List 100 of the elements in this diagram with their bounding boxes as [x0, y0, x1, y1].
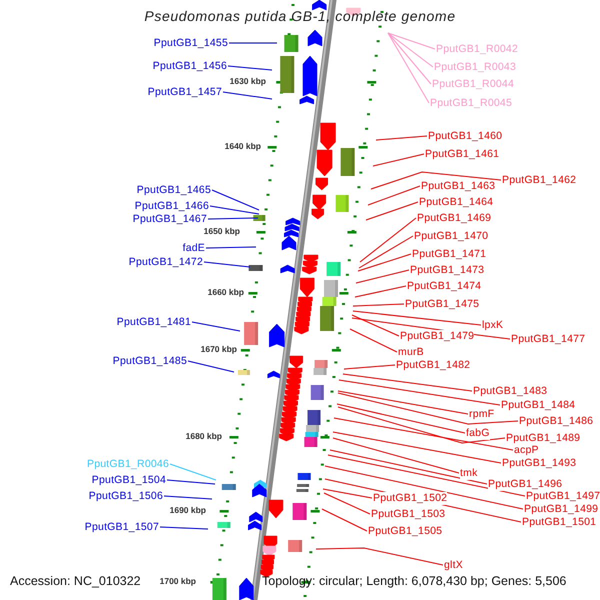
- leader-line: [212, 190, 260, 210]
- leader-line: [344, 364, 396, 370]
- gene-label: PputGB1_R0045: [430, 96, 512, 110]
- leader-line: [170, 464, 216, 480]
- gene-label: PputGB1_1482: [396, 358, 470, 372]
- gene-label: PputGB1_1506: [88, 490, 163, 502]
- gene-label: PputGB1_1504: [92, 474, 166, 486]
- gene-label: PputGB1_1470: [414, 230, 488, 242]
- leader-line: [332, 432, 502, 464]
- leader-line: [188, 360, 234, 372]
- gene-label: PputGB1_1502: [373, 492, 448, 504]
- leader-line: [388, 32, 430, 104]
- gene-label: murB: [398, 346, 424, 358]
- leader-line: [342, 374, 472, 392]
- gene-label: PputGB1_1507: [84, 520, 159, 534]
- gene-label: acpP: [514, 444, 539, 456]
- gene-label: PputGB1_1477: [511, 332, 586, 346]
- gene-label: PputGB1_1471: [412, 248, 486, 260]
- leader-line: [316, 548, 444, 566]
- leader-line: [208, 218, 258, 220]
- gene-label: PputGB1_1484: [501, 398, 576, 412]
- leader-line: [352, 304, 404, 306]
- leader-line: [328, 454, 526, 496]
- gene-label: PputGB1_1455: [154, 36, 228, 50]
- gene-label: PputGB1_1463: [421, 180, 496, 192]
- accession-label: Accession: NC_010322: [10, 575, 141, 588]
- leader-line: [372, 154, 424, 166]
- gene-label: PputGB1_1493: [502, 456, 576, 470]
- leader-line: [338, 380, 500, 406]
- gene-label: PputGB1_1475: [405, 298, 480, 310]
- gene-label: fadE: [182, 242, 205, 254]
- gene-label: PputGB1_1503: [371, 508, 446, 520]
- gene-label: PputGB1_1473: [410, 264, 484, 276]
- leader-line: [360, 218, 416, 262]
- gene-label: fabG: [466, 426, 490, 440]
- leader-line: [222, 92, 272, 100]
- gene-label: PputGB1_1499: [524, 502, 598, 516]
- leader-line: [160, 526, 208, 530]
- scale-label: 1630 kbp: [230, 75, 266, 88]
- gene-label: PputGB1_1497: [526, 490, 600, 502]
- scale-label: 1700 kbp: [160, 575, 196, 588]
- leader-line: [206, 246, 256, 248]
- leader-line: [228, 42, 278, 44]
- gene-label: PputGB1_1501: [522, 516, 596, 528]
- leader-line: [338, 390, 468, 414]
- leader-line: [322, 488, 372, 498]
- leader-line: [338, 392, 518, 424]
- gene-label: PputGB1_R0046: [87, 458, 169, 470]
- leader-line: [338, 406, 506, 444]
- leader-line: [358, 236, 414, 268]
- gene-label: PputGB1_1469: [417, 212, 492, 224]
- leader-line: [352, 314, 400, 336]
- gene-label: PputGB1_1464: [419, 196, 494, 208]
- leader-line: [204, 262, 250, 268]
- scale-label: 1690 kbp: [170, 504, 206, 517]
- gene-label: PputGB1_1474: [407, 280, 482, 292]
- leader-line: [336, 404, 466, 434]
- leader-line: [330, 450, 488, 484]
- leader-line: [228, 66, 272, 70]
- leader-line: [356, 270, 410, 284]
- leader-line: [358, 254, 412, 272]
- leader-line: [388, 32, 432, 84]
- gene-label: PputGB1_1465: [136, 184, 211, 196]
- gene-label: PputGB1_1467: [132, 212, 207, 226]
- leader-line: [370, 172, 502, 190]
- scale-label: 1660 kbp: [208, 286, 244, 299]
- gene-label: PputGB1_R0044: [432, 78, 514, 90]
- scale-label: 1640 kbp: [224, 140, 261, 153]
- leader-line: [324, 466, 524, 510]
- leader-line: [166, 480, 216, 484]
- gene-label: PputGB1_1505: [368, 524, 442, 538]
- leader-line: [354, 286, 406, 298]
- gene-label: PputGB1_1462: [502, 174, 576, 186]
- genome-info-label: Topology: circular; Length: 6,078,430 bp; Genes: 5,506: [262, 575, 566, 588]
- scale-label: 1670 kbp: [200, 343, 237, 356]
- leader-line: [192, 322, 240, 332]
- leader-line: [334, 418, 514, 450]
- leader-line: [164, 496, 212, 500]
- leader-line: [368, 186, 420, 206]
- scale-label: 1680 kbp: [186, 430, 222, 443]
- scale-label: 1650 kbp: [204, 225, 240, 238]
- gene-label: PputGB1_1472: [128, 256, 203, 268]
- gene-label: PputGB1_1457: [148, 86, 222, 98]
- gene-label: PputGB1_1483: [473, 384, 548, 398]
- gene-label: PputGB1_R0043: [434, 60, 516, 74]
- gene-label: PputGB1_1456: [152, 60, 227, 72]
- leader-line: [350, 328, 398, 352]
- gene-label: PputGB1_1479: [400, 330, 474, 342]
- leader-line: [376, 136, 428, 140]
- gene-label: PputGB1_1481: [116, 316, 191, 328]
- gene-label: PputGB1_R0042: [436, 42, 518, 56]
- leader-line: [366, 202, 418, 220]
- leader-line: [352, 310, 482, 326]
- gene-label: rpmF: [469, 408, 494, 420]
- gene-label: PputGB1_1485: [112, 354, 187, 368]
- gene-label: PputGB1_1460: [428, 130, 502, 142]
- leader-line: [324, 492, 370, 514]
- leader-line: [388, 32, 434, 68]
- leader-line: [210, 206, 260, 214]
- gene-label: PputGB1_1496: [488, 478, 562, 490]
